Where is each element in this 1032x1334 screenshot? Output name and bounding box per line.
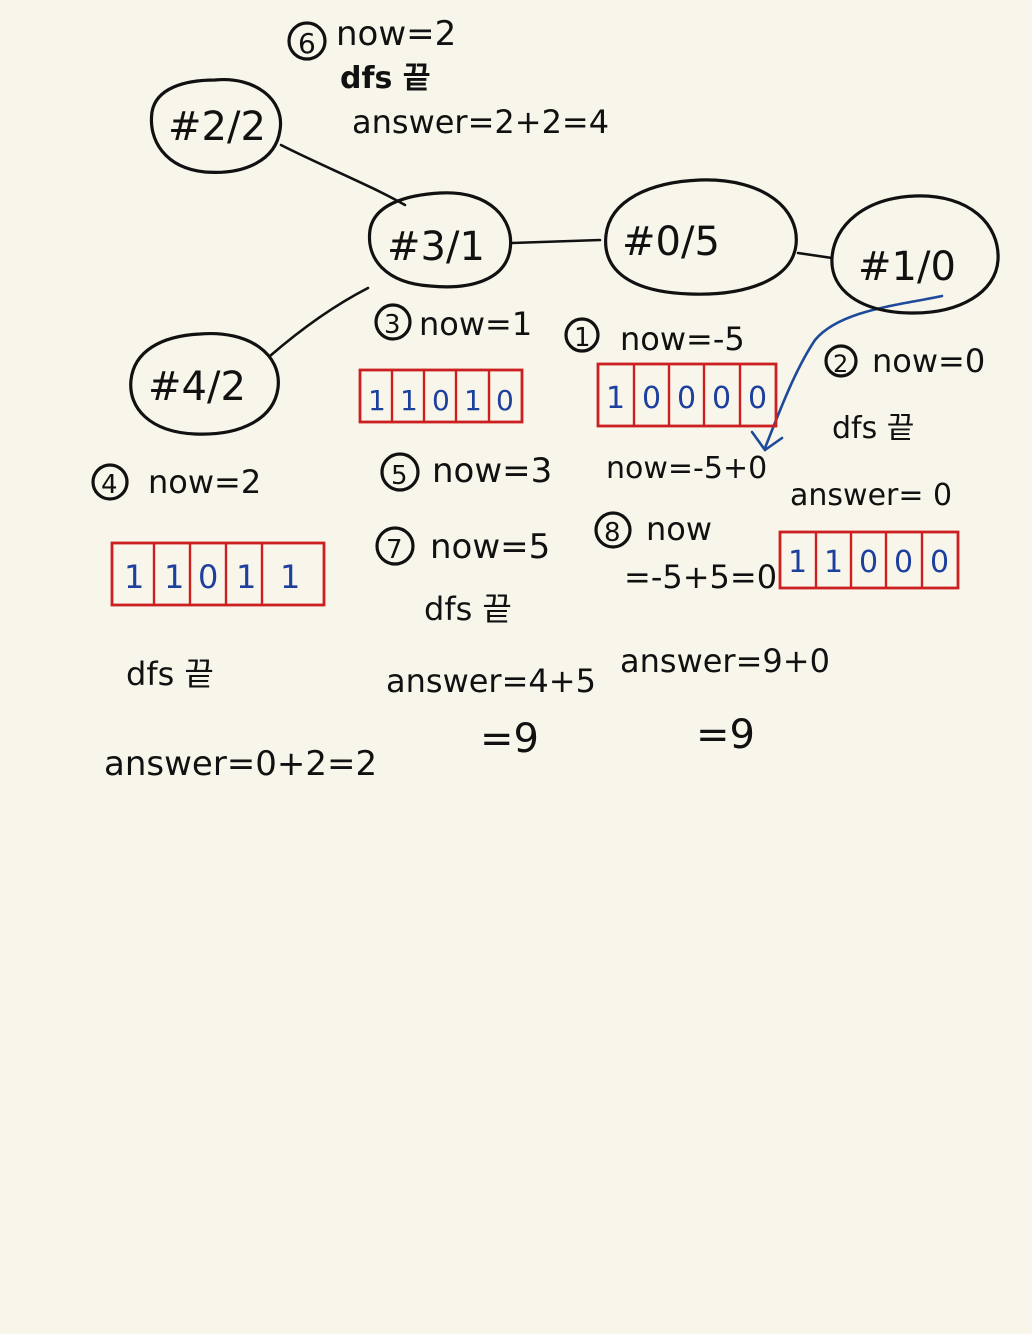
step-2-answer: answer= 0 xyxy=(790,478,952,513)
node-1: #1/0 xyxy=(830,194,1000,315)
node-1-label: #1/0 xyxy=(858,244,956,290)
step-7-result: =9 xyxy=(480,716,539,762)
step-2-marker: 2 xyxy=(833,350,848,378)
visited-step2-cell-3: 0 xyxy=(894,545,913,580)
visited-step1-cell-1: 0 xyxy=(642,381,661,416)
step-7: 7 now=5 dfs 끝 answer=4+5 =9 xyxy=(375,526,596,762)
node-3: #3/1 xyxy=(367,191,513,289)
step-8-answer: answer=9+0 xyxy=(620,642,830,680)
visited-array-step1: 1 0 0 0 0 xyxy=(596,362,778,428)
visited-array-step2: 1 1 0 0 0 xyxy=(778,530,960,590)
step-2-dfs-end: dfs 끝 xyxy=(832,411,914,446)
step-4-now: now=2 xyxy=(148,463,261,501)
visited-step2-cell-1: 1 xyxy=(824,545,843,580)
edge-n0-n1 xyxy=(796,251,834,260)
step-3: 3 now=1 xyxy=(374,303,532,343)
visited-step1-cell-2: 0 xyxy=(677,381,696,416)
step-7-dfs-end: dfs 끝 xyxy=(424,590,512,628)
step-6-now: now=2 xyxy=(336,14,456,54)
step-1-marker: 1 xyxy=(574,323,591,353)
step-8-cont: =-5+5=0 xyxy=(624,558,777,596)
step-5: 5 now=3 xyxy=(380,451,552,492)
visited-step4-cell-1: 1 xyxy=(164,558,184,596)
step-8: 8 now =-5+5=0 answer=9+0 =9 xyxy=(594,510,830,758)
step-3-now: now=1 xyxy=(419,305,532,343)
visited-array-step3: 1 1 0 1 0 xyxy=(358,368,524,424)
step-5-now: now=3 xyxy=(432,451,552,491)
step-5-marker: 5 xyxy=(391,461,408,491)
node-4-label: #4/2 xyxy=(148,364,246,410)
visited-step4-cell-3: 1 xyxy=(236,558,256,596)
visited-array-step4: 1 1 0 1 1 xyxy=(110,541,326,607)
visited-step3-cell-2: 0 xyxy=(432,384,450,417)
step-4: 4 now=2 dfs 끝 answer=0+2=2 xyxy=(91,463,377,784)
step-8-now: now xyxy=(646,510,712,548)
visited-step2-cell-4: 0 xyxy=(930,545,949,580)
visited-step1-cell-4: 0 xyxy=(748,381,767,416)
edge-n2-n3 xyxy=(279,143,407,207)
step-1b-now: now=-5+0 xyxy=(606,451,767,486)
node-0: #0/5 xyxy=(604,178,798,296)
step-1-now: now=-5 xyxy=(620,320,745,358)
step-2-now: now=0 xyxy=(872,342,985,380)
visited-step3-cell-1: 1 xyxy=(400,384,418,417)
step-1: 1 now=-5 xyxy=(564,317,745,358)
visited-step1-cell-3: 0 xyxy=(712,381,731,416)
node-4: #4/2 xyxy=(129,331,280,436)
step-6-dfs-end: dfs 끝 xyxy=(340,61,430,96)
visited-step2-cell-0: 1 xyxy=(788,545,807,580)
step-6-answer: answer=2+2=4 xyxy=(352,103,609,141)
edge-n3-n0 xyxy=(510,238,602,245)
visited-step3-cell-3: 1 xyxy=(464,384,482,417)
step-4-marker: 4 xyxy=(101,470,118,500)
step-2: 2 now=0 dfs 끝 answer= 0 xyxy=(790,342,985,513)
step-7-marker: 7 xyxy=(386,535,403,565)
step-4-answer: answer=0+2=2 xyxy=(104,744,377,784)
step-8-result: =9 xyxy=(696,712,755,758)
visited-step3-cell-0: 1 xyxy=(368,384,386,417)
visited-step2-cell-2: 0 xyxy=(859,545,878,580)
visited-step1-cell-0: 1 xyxy=(606,381,625,416)
step-7-answer: answer=4+5 xyxy=(386,662,596,700)
visited-step4-cell-0: 1 xyxy=(124,558,144,596)
step-4-dfs-end: dfs 끝 xyxy=(126,655,214,693)
node-2: #2/2 xyxy=(149,77,283,174)
node-3-label: #3/1 xyxy=(387,224,485,270)
node-0-label: #0/5 xyxy=(622,219,720,265)
step-3-marker: 3 xyxy=(384,310,401,340)
visited-step4-cell-2: 0 xyxy=(198,558,218,596)
visited-step4-cell-4: 1 xyxy=(280,558,300,596)
step-6: 6 now=2 dfs 끝 answer=2+2=4 xyxy=(287,14,609,141)
blue-arrow xyxy=(750,294,944,452)
step-6-marker: 6 xyxy=(298,27,316,60)
node-2-label: #2/2 xyxy=(168,104,266,150)
step-8-marker: 8 xyxy=(604,518,621,548)
step-7-now: now=5 xyxy=(430,527,550,567)
visited-step3-cell-4: 0 xyxy=(496,384,514,417)
edge-n4-n3 xyxy=(268,286,370,358)
